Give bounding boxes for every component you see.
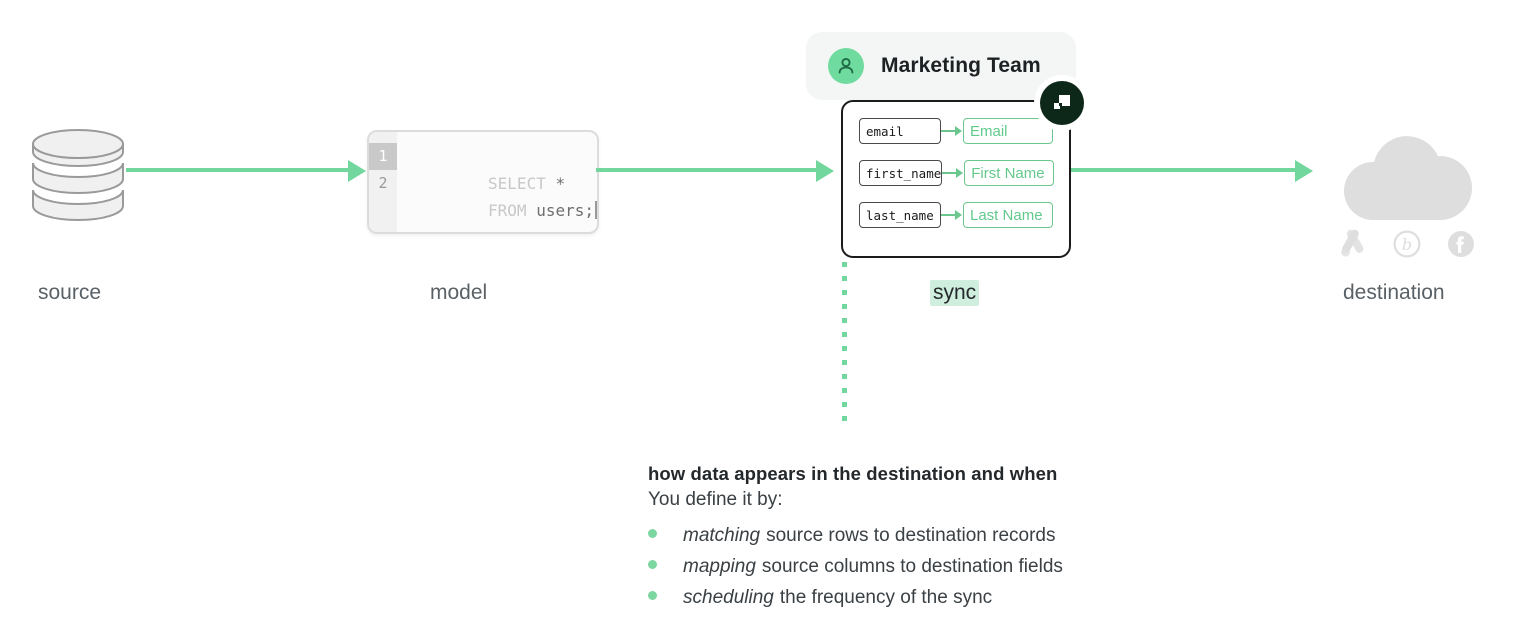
google-ads-icon [1341, 229, 1364, 257]
text-cursor [595, 201, 597, 219]
code-line: FROM users; [411, 170, 597, 220]
editor-gutter: 1 2 [369, 132, 397, 232]
bullet-dot-icon [648, 591, 657, 600]
field-mapping-row[interactable]: last_name Last Name [859, 200, 1053, 230]
destination-cloud-icon [1326, 128, 1486, 226]
stage-label-model: model [430, 281, 488, 304]
model-sql-editor[interactable]: 1 2 SELECT * FROM users; [367, 130, 599, 234]
flow-arrow-source-to-model [348, 160, 366, 182]
source-database-icon [30, 128, 126, 232]
source-field: last_name [859, 202, 941, 228]
destination-field: Email [963, 118, 1053, 144]
editor-code-area[interactable]: SELECT * FROM users; [397, 132, 597, 232]
flow-arrow-model-to-sync [816, 160, 834, 182]
destination-field: Last Name [963, 202, 1053, 228]
bullet-text: source rows to destination records [766, 525, 1056, 546]
explanation-block: how data appears in the destination and … [648, 463, 1268, 618]
stage-label-destination: destination [1343, 281, 1445, 304]
sql-keyword: SELECT [488, 174, 546, 193]
mapping-arrow-icon [941, 118, 963, 144]
destination-field: First Name [964, 160, 1055, 186]
gutter-line-number: 2 [378, 174, 388, 192]
flow-arrow-sync-to-destination [1295, 160, 1313, 182]
source-field: email [859, 118, 941, 144]
flow-line-source-to-model [126, 168, 352, 172]
bullet-lead-word: mapping [683, 556, 756, 577]
bullet-lead-word: matching [683, 525, 761, 546]
sync-dotted-connector [842, 262, 847, 430]
destination-logo-row: b [1336, 226, 1478, 262]
source-field: first_name [859, 160, 943, 186]
stage-label-source: source [38, 281, 102, 304]
team-name-label: Marketing Team [881, 54, 1041, 77]
sql-keyword: FROM [488, 201, 527, 220]
bullet-lead-word: scheduling [683, 587, 774, 608]
explanation-subheading: You define it by: [648, 489, 783, 510]
field-mapping-row[interactable]: email Email [859, 116, 1053, 146]
flow-line-model-to-sync [596, 168, 820, 172]
sync-field-mapping-card[interactable]: email Email first_name First Name last_n… [841, 100, 1071, 258]
hightouch-logo-icon [1040, 81, 1084, 125]
field-mapping-row[interactable]: first_name First Name [859, 158, 1055, 188]
explanation-heading: how data appears in the destination and … [648, 463, 1058, 484]
facebook-icon [1448, 231, 1474, 257]
mapping-arrow-icon [942, 160, 964, 186]
bullet-dot-icon [648, 560, 657, 569]
braze-icon: b [1393, 230, 1421, 258]
stage-label-sync: sync [930, 280, 980, 306]
flow-line-sync-to-destination [1071, 168, 1303, 172]
gutter-line-number: 1 [369, 143, 397, 170]
code-line: SELECT * [411, 143, 597, 193]
person-icon [828, 48, 864, 84]
sql-text: * [545, 174, 566, 193]
mapping-arrow-icon [941, 202, 963, 228]
svg-text:b: b [1402, 235, 1412, 254]
bullet-dot-icon [648, 529, 657, 538]
bullet-text: source columns to destination fields [761, 556, 1063, 577]
sql-text: users; [526, 201, 594, 220]
bullet-text: the frequency of the sync [779, 587, 993, 608]
marketing-team-badge[interactable]: Marketing Team [806, 32, 1076, 100]
